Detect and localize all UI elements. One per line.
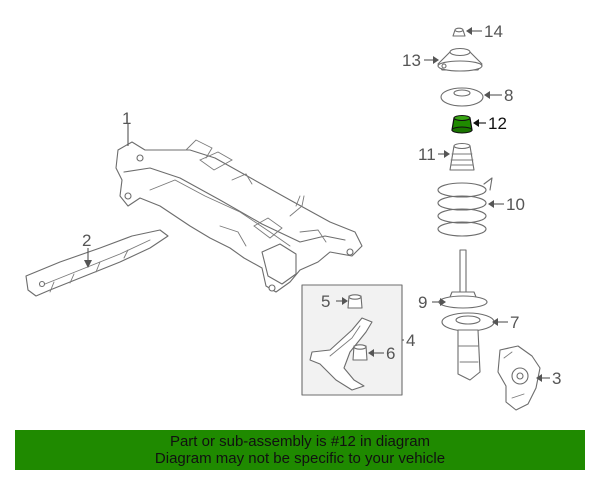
- subframe-crossmember: [115, 139, 363, 293]
- callout-9: 9: [418, 293, 446, 312]
- svg-text:7: 7: [510, 313, 519, 332]
- callout-3: 3: [536, 369, 561, 388]
- svg-text:1: 1: [122, 109, 131, 128]
- svg-text:11: 11: [418, 145, 436, 164]
- svg-text:5: 5: [321, 292, 330, 311]
- svg-text:12: 12: [488, 114, 507, 133]
- callout-5: 5: [321, 292, 348, 311]
- steering-knuckle-3: [497, 345, 541, 411]
- banner-line-1: Part or sub-assembly is #12 in diagram: [169, 433, 431, 450]
- callout-6: 6: [368, 344, 395, 363]
- svg-text:9: 9: [418, 293, 427, 312]
- spring-seat-12: [451, 114, 473, 134]
- info-banner: Part or sub-assembly is #12 in diagram D…: [15, 430, 585, 470]
- parts-diagram: 1 2 3 4 5 6 7 8 9: [25, 22, 561, 411]
- svg-text:10: 10: [506, 195, 525, 214]
- nut-14: [452, 27, 466, 37]
- callout-12: 12: [473, 114, 507, 133]
- control-arm: [309, 317, 373, 391]
- callout-11: 11: [418, 145, 450, 164]
- callout-13: 13: [402, 51, 439, 70]
- callout-2: 2: [82, 231, 92, 268]
- bearing-plate-8: [440, 87, 484, 107]
- callout-7: 7: [492, 313, 519, 332]
- spring-seat-7: [441, 312, 495, 381]
- strut-mount-13: [437, 47, 483, 72]
- coil-spring-10: [437, 177, 493, 237]
- svg-text:3: 3: [552, 369, 561, 388]
- lower-control-arm-group: [301, 284, 403, 396]
- svg-text:4: 4: [406, 331, 415, 350]
- bump-stop-11: [449, 142, 475, 171]
- callout-4: 4: [402, 331, 415, 350]
- callout-8: 8: [484, 86, 513, 105]
- strut-9: [438, 249, 488, 309]
- callout-14: 14: [466, 22, 503, 41]
- svg-text:6: 6: [386, 344, 395, 363]
- svg-text:14: 14: [484, 22, 503, 41]
- reinforcement-bracket: [25, 229, 169, 297]
- svg-text:13: 13: [402, 51, 421, 70]
- callout-1: 1: [122, 109, 131, 146]
- svg-text:2: 2: [82, 231, 91, 250]
- svg-text:8: 8: [504, 86, 513, 105]
- banner-line-2: Diagram may not be specific to your vehi…: [154, 450, 446, 467]
- callout-10: 10: [488, 195, 525, 214]
